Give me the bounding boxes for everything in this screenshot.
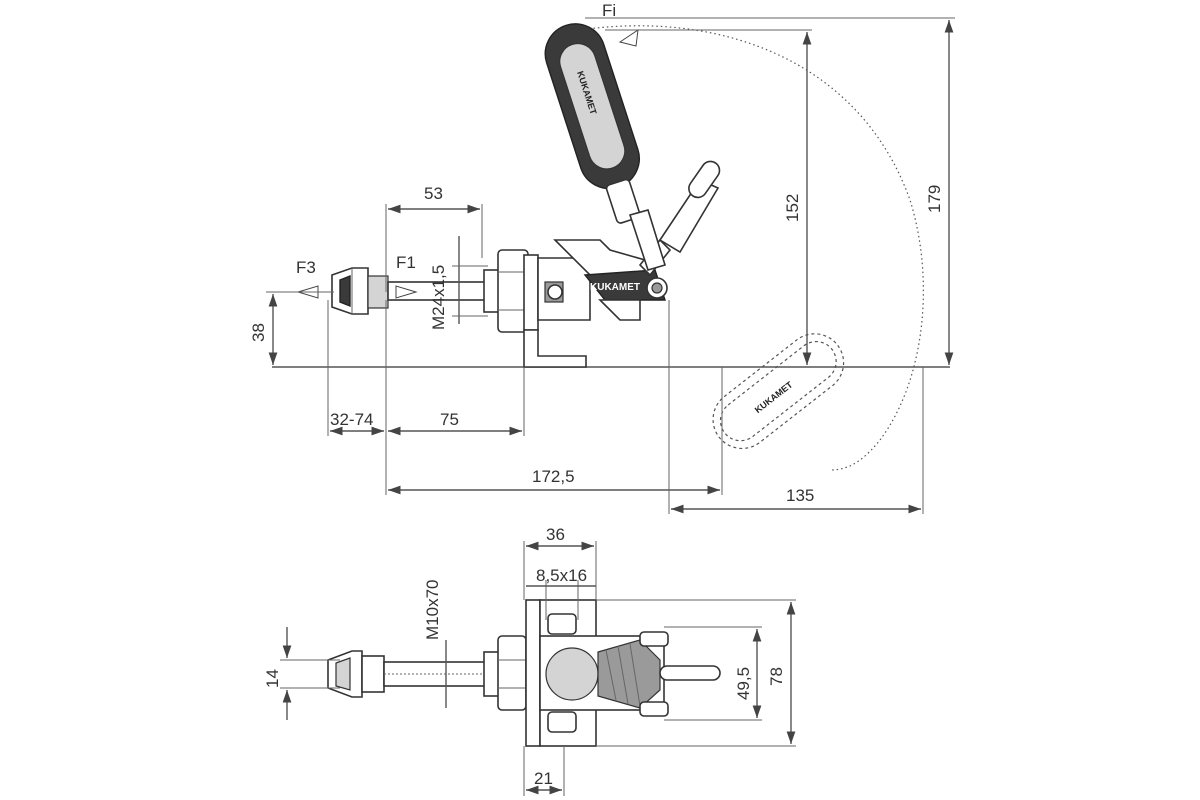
m10-label: M10x70 [423, 580, 442, 640]
dim-135-label: 135 [786, 486, 814, 505]
dim-179: 179 [585, 17, 955, 365]
ghost-brand: KUKAMET [753, 379, 795, 415]
dim-49-5-label: 49,5 [734, 667, 753, 700]
dim-53: 53 [385, 184, 483, 292]
dim-thread: M24x1,5 [429, 236, 488, 330]
dim-21-label: 21 [534, 769, 553, 788]
fi-label: Fi [602, 1, 616, 20]
dim-172-5: 172,5 [388, 367, 723, 495]
top-body [483, 599, 721, 747]
open-handle-ghost: KUKAMET [712, 333, 845, 450]
dim-135: 135 [668, 300, 924, 514]
dim-152-label: 152 [783, 194, 802, 222]
dim-8-5x16: 8,5x16 [526, 566, 596, 620]
dim-36: 36 [523, 525, 597, 600]
dim-53-label: 53 [424, 184, 443, 203]
dim-75: 75 [388, 367, 525, 436]
dim-21: 21 [523, 746, 565, 796]
main-handle: KUKAMET [544, 23, 641, 224]
top-spindle [327, 650, 489, 698]
dim-14-label: 14 [263, 669, 282, 688]
side-view: KUKAMET KUKAMET [249, 1, 955, 514]
f1-label: F1 [396, 253, 416, 272]
dim-179-label: 179 [925, 185, 944, 213]
dim-m10: M10x70 [423, 580, 447, 708]
clamp-body: KUKAMET [483, 160, 721, 368]
spindle-tip [331, 267, 489, 315]
dim-78-label: 78 [767, 667, 786, 686]
dim-36-label: 36 [546, 525, 565, 544]
dim-32-74: 32-74 [327, 300, 387, 495]
dim-38-label: 38 [249, 323, 268, 342]
dim-38: 38 [249, 291, 334, 365]
dim-75-label: 75 [440, 410, 459, 429]
f3-label: F3 [296, 258, 316, 277]
thread-label: M24x1,5 [429, 265, 448, 330]
dim-14: 14 [263, 627, 340, 720]
dim-49-5: 49,5 [664, 626, 762, 721]
dim-slot-label: 8,5x16 [536, 566, 587, 585]
handle-swing-arc [579, 25, 924, 471]
dim-172-5-label: 172,5 [532, 467, 575, 486]
handle-link [628, 209, 667, 271]
dim-152: 152 [605, 29, 812, 365]
dim-78: 78 [596, 599, 796, 747]
dim-32-74-label: 32-74 [330, 410, 373, 429]
force-f1-arrow: F1 [395, 253, 418, 299]
force-fi-arrow: Fi [602, 1, 639, 47]
body-brand: KUKAMET [590, 282, 640, 293]
top-view: 36 8,5x16 M10x70 14 49,5 [263, 525, 796, 796]
